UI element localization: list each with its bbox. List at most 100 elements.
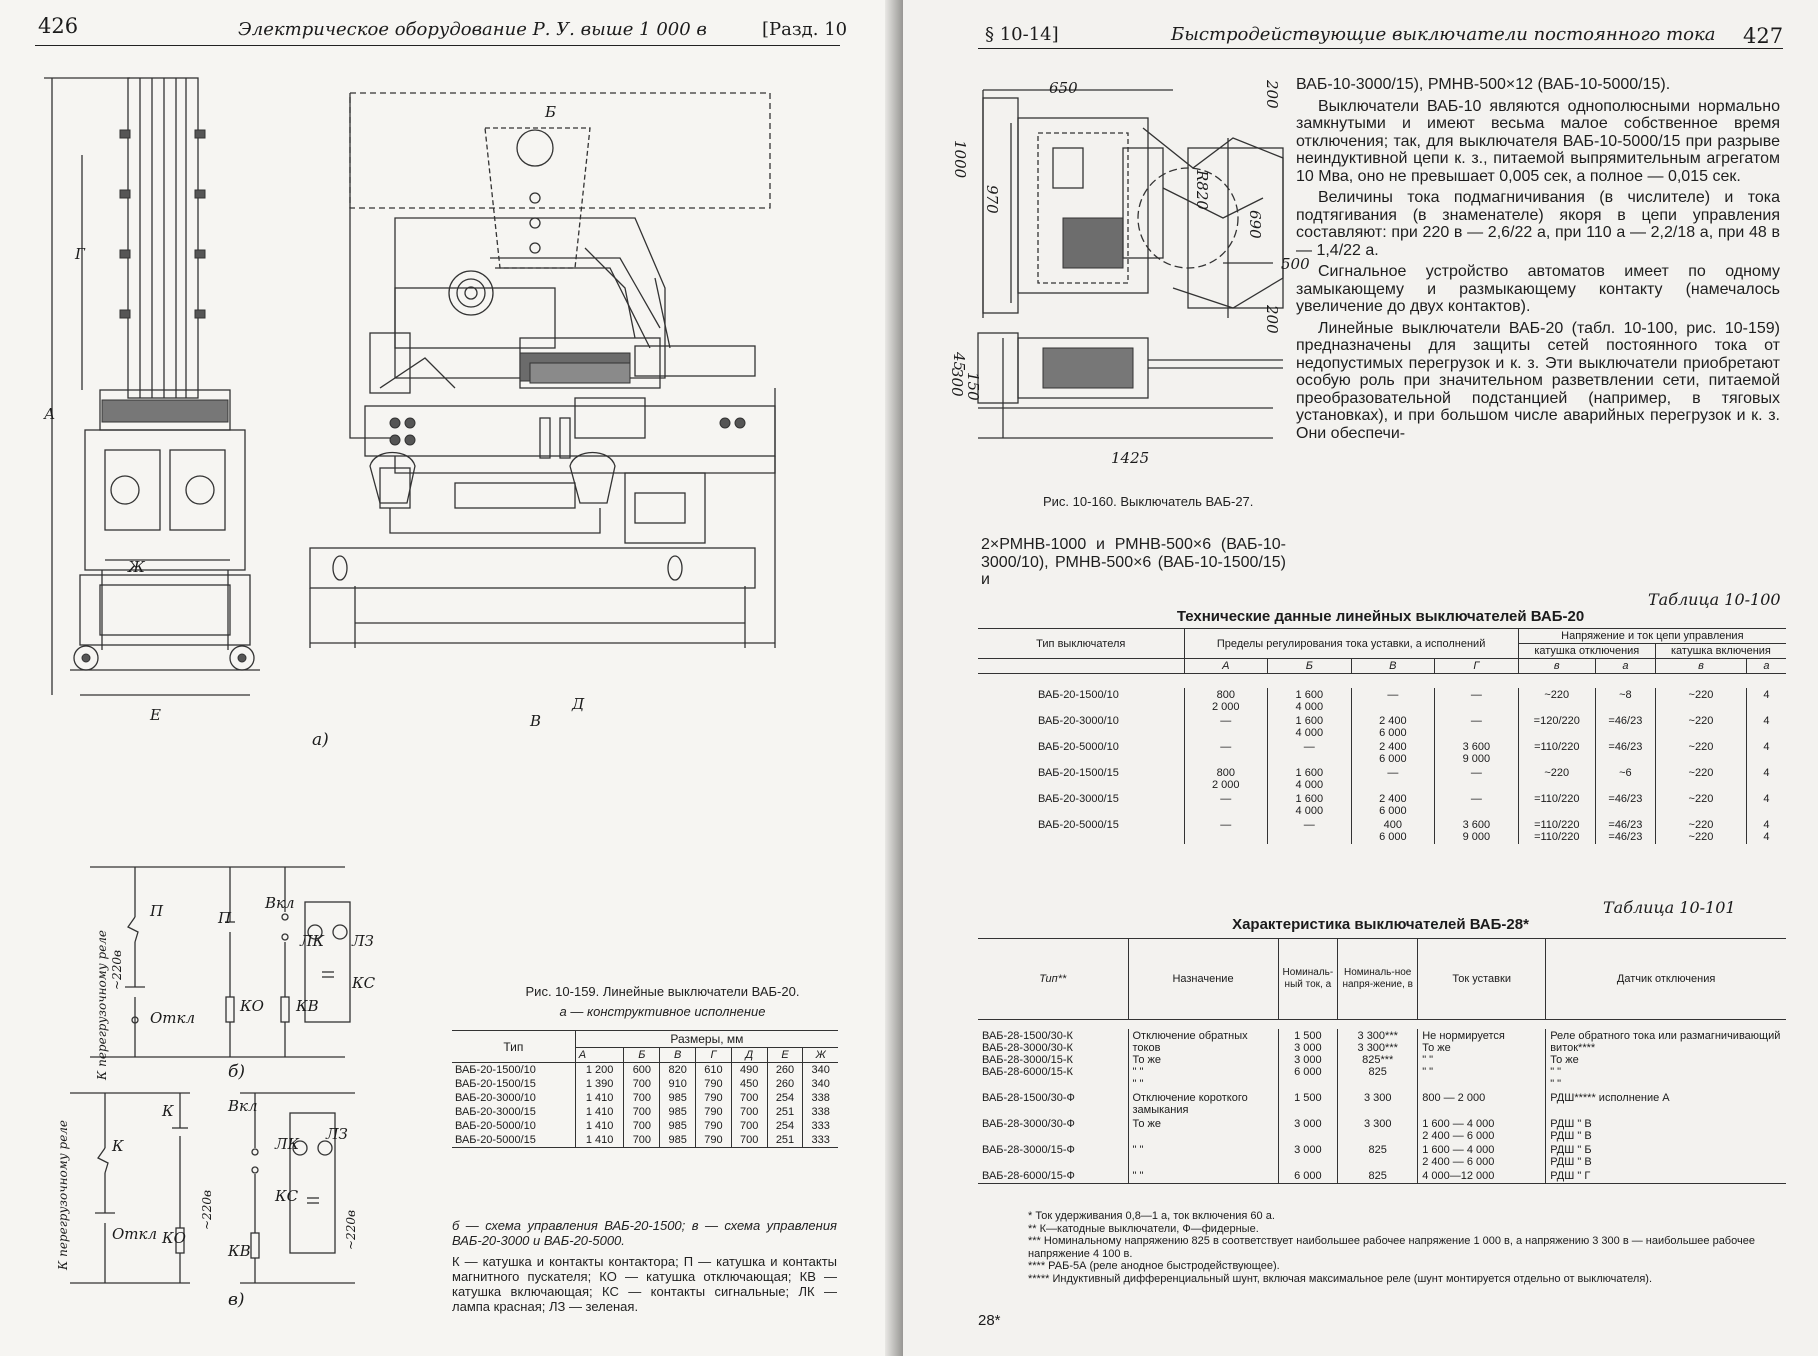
dims-value-cell: 490 <box>730 1062 768 1077</box>
dim-label-E: Е <box>150 706 161 724</box>
table-101: Тип** Назначение Номиналь-ный ток, а Ном… <box>978 939 1786 1183</box>
dim-R820: R820 <box>1193 170 1211 210</box>
t100-value-cell: =46/23 <box>1594 791 1656 818</box>
t100-value-cell: =46/23 =46/23 <box>1594 817 1656 844</box>
t100-value-cell: 4 <box>1745 739 1786 766</box>
t100-value-cell: 1 600 4 000 <box>1267 687 1352 714</box>
dims-value-cell: 985 <box>659 1105 696 1119</box>
label-P1: П <box>150 902 164 920</box>
t100-value-cell: — <box>1183 739 1268 766</box>
t101-setting-cell: 1 600 — 4 000 2 400 — 6 000 <box>1417 1143 1546 1169</box>
figure-b-label: б) <box>228 1062 246 1082</box>
t100-spacer <box>978 674 1786 688</box>
t100-value-cell: 1 600 4 000 <box>1267 791 1352 818</box>
dims-type-cell: ВАБ-20-5000/10 <box>452 1119 576 1133</box>
t101-type-cell: ВАБ-28-3000/30-Ф <box>982 1118 1075 1130</box>
table-100-wrap: Тип выключателя Пределы регулирования то… <box>978 628 1786 844</box>
dims-value-cell: 338 <box>802 1091 838 1105</box>
running-head-right: Быстродействующие выключатели постоянног… <box>1171 24 1716 45</box>
label-K2: К <box>162 1102 174 1120</box>
t100-value-cell: ~220 <box>1517 765 1596 792</box>
paragraph-4: Сигнальное устройство автоматов имеет по… <box>1296 263 1780 315</box>
t100-value-cell: — <box>1183 713 1268 740</box>
label-KO-b: КО <box>240 997 264 1015</box>
label-Vkl-v: Вкл <box>228 1097 258 1115</box>
t100-type-cell: ВАБ-20-5000/15 <box>1038 818 1119 831</box>
footnote-4: **** РАБ-5А (реле анодное быстродействую… <box>1028 1260 1280 1272</box>
t101-current-cell: 3 000 <box>1277 1143 1338 1169</box>
dims-value-cell: 1 390 <box>574 1077 624 1091</box>
dims-value-cell: 254 <box>766 1119 803 1133</box>
t101-sensor-cell: РДШ***** исполнение А <box>1545 1091 1786 1117</box>
dims-value-cell: 790 <box>695 1119 732 1133</box>
dims-value-cell: 1 410 <box>574 1119 624 1133</box>
t100-value-cell: ~220 <box>1654 791 1747 818</box>
t100-type-cell: ВАБ-20-1500/10 <box>1038 688 1119 701</box>
voltage-label-b: ~220в <box>110 950 124 990</box>
t101-type-cell: ВАБ-28-3000/15-Ф <box>982 1144 1075 1156</box>
dim-label-B: Б <box>545 103 557 121</box>
dim-label-G: Г <box>75 245 85 263</box>
dims-value-cell: 1 410 <box>574 1091 624 1105</box>
dims-value-cell: 260 <box>766 1077 803 1091</box>
footnote-2: ** К—катодные выключатели, Ф—фидерные. <box>1028 1222 1259 1235</box>
breaker-vab27-drawing <box>977 89 1284 439</box>
section-ref-left: [Разд. 10 <box>762 19 848 40</box>
header-rule-right <box>978 48 1783 49</box>
t100-value-cell: ~220 <box>1654 739 1747 766</box>
t100-value-cell: 2 400 6 000 <box>1350 713 1435 740</box>
t100-value-cell: ~220 <box>1654 713 1747 740</box>
dim-label-Zh: Ж <box>128 558 145 576</box>
section-ref-right: § 10-14] <box>985 24 1059 45</box>
t100-value-cell: 1 600 4 000 <box>1267 765 1352 792</box>
right-page: § 10-14] Быстродействующие выключатели п… <box>903 0 1818 1356</box>
t100-value-cell: ~8 <box>1594 687 1656 714</box>
paragraph-1: ВАБ-10-3000/15), РМНВ-500×12 (ВАБ-10-500… <box>1296 76 1671 93</box>
t101-current-cell: 1 500 <box>1277 1091 1338 1117</box>
t101-current-cell: 6 000 <box>1277 1169 1338 1183</box>
dims-value-cell: 790 <box>695 1077 732 1091</box>
t101-sensor-cell: РДШ " В РДШ " В <box>1545 1117 1786 1143</box>
dim-500: 500 <box>1281 255 1310 273</box>
t101-current-cell: 3 000 <box>1277 1117 1338 1143</box>
t101-purpose-cell: Отключение обратных токов То же " " " " <box>1127 1029 1278 1091</box>
t100-type-cell: ВАБ-20-1500/15 <box>1038 766 1119 779</box>
dims-type-cell: ВАБ-20-3000/10 <box>452 1091 576 1105</box>
page-number-right: 427 <box>1743 24 1784 48</box>
dims-value-cell: 790 <box>695 1105 732 1119</box>
t100-subheader: Б <box>1267 658 1352 674</box>
dims-value-cell: 600 <box>623 1062 660 1077</box>
table-101-wrap: Тип** Назначение Номиналь-ный ток, а Ном… <box>978 938 1786 1184</box>
t100-subheader: А <box>1183 658 1268 674</box>
t101-purpose-header: Назначение <box>1127 939 1278 1019</box>
dims-type-cell: ВАБ-20-5000/15 <box>452 1133 576 1147</box>
t100-value-cell: — <box>1267 739 1352 766</box>
page-number-left: 426 <box>38 14 79 38</box>
t101-sensor-cell: Реле обратного тока или размагничивающий… <box>1545 1029 1786 1091</box>
dims-value-cell: 700 <box>623 1091 660 1105</box>
dims-value-cell: 700 <box>623 1133 660 1147</box>
t101-sensor-cell: РДШ " Г <box>1545 1169 1786 1183</box>
dims-type-cell: ВАБ-20-1500/15 <box>452 1077 576 1091</box>
t100-value-cell: — <box>1434 713 1519 740</box>
dims-value-cell: 700 <box>623 1119 660 1133</box>
paragraph-3: Величины тока подмагничивания (в числите… <box>1296 189 1780 259</box>
figure-159-legend: К — катушка и контакты контактора; П — к… <box>452 1254 837 1314</box>
label-KS-b: КС <box>352 974 376 992</box>
t100-value-cell: =110/220 =110/220 <box>1517 817 1596 844</box>
t101-voltage-cell: 3 300*** 3 300*** 825*** 825 <box>1337 1029 1418 1091</box>
dim-label-A: А <box>44 405 56 423</box>
t100-value-cell: — <box>1434 765 1519 792</box>
t100-value-cell: 3 600 9 000 <box>1434 739 1519 766</box>
t100-subheader: а <box>1745 658 1786 674</box>
t101-current-header: Номиналь-ный ток, а <box>1277 939 1338 1019</box>
dims-col-header: Е <box>766 1047 803 1063</box>
t100-type-cell: ВАБ-20-3000/10 <box>1038 714 1119 727</box>
